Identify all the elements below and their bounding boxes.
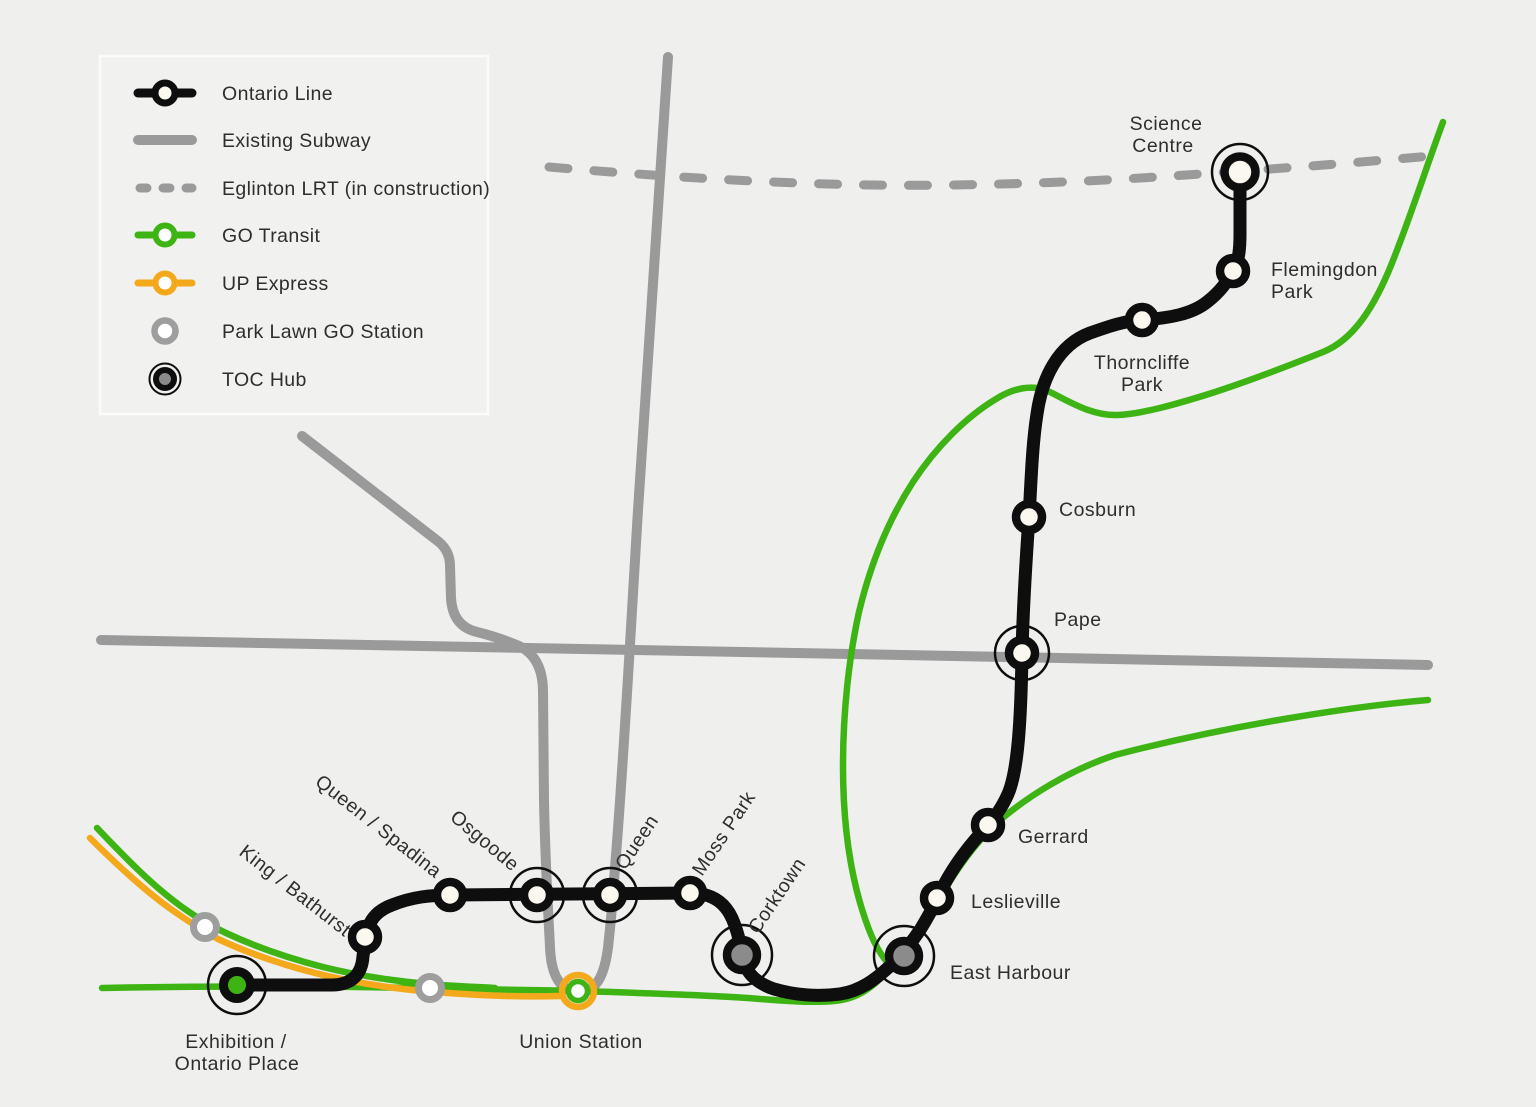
legend-label: TOC Hub (222, 369, 307, 391)
label-exhibition: Exhibition / (185, 1031, 286, 1053)
station-exhibition (219, 967, 255, 1003)
ontario-line (230, 165, 1247, 1002)
legend-label: GO Transit (222, 225, 320, 247)
station-corktown (722, 935, 762, 975)
label-exhibition-2: Ontario Place (175, 1053, 300, 1075)
legend-item-existing-subway: Existing Subway (133, 130, 371, 152)
label-moss-park: Moss Park (688, 787, 760, 879)
label-queen-spadina: Queen / Spadina (311, 771, 446, 883)
station-science-centre (1220, 152, 1260, 192)
label-osgoode: Osgoode (446, 806, 523, 876)
station-flemingdon-park (1215, 253, 1251, 289)
subway-line2-bloor-danforth (96, 635, 1433, 670)
park-lawn-go-station-marker (190, 912, 220, 942)
legend-item-go-transit: GO Transit (134, 222, 320, 248)
label-king-bathurst: King / Bathurst (235, 841, 355, 942)
label-thorncliffe-park: Thorncliffe (1094, 352, 1190, 374)
station-moss-park (672, 875, 708, 911)
union-go-ring (565, 978, 591, 1004)
label-pape: Pape (1054, 609, 1102, 631)
go-transit-station-icon (152, 222, 178, 248)
label-union-station: Union Station (519, 1031, 643, 1053)
legend: Ontario Line Existing Subway Eglinton LR… (98, 54, 490, 416)
station-king-bathurst (347, 919, 383, 955)
legend-label: UP Express (222, 273, 329, 295)
go-lakeshore-line (98, 696, 1432, 1006)
legend-item-park-lawn: Park Lawn GO Station (151, 317, 424, 345)
label-gerrard: Gerrard (1018, 826, 1089, 848)
station-queen-spadina (432, 877, 468, 913)
label-east-harbour: East Harbour (950, 962, 1071, 984)
park-lawn-station-icon (151, 317, 179, 345)
label-flemingdon-park: Flemingdon (1271, 259, 1378, 281)
station-cosburn (1011, 499, 1047, 535)
eglinton-lrt-line (544, 151, 1437, 190)
station-markers (190, 152, 1260, 1011)
station-thorncliffe-park (1124, 302, 1160, 338)
label-flemingdon-park-2: Park (1271, 281, 1313, 303)
label-corktown: Corktown (744, 854, 811, 938)
legend-item-eglinton-lrt: Eglinton LRT (in construction) (135, 178, 490, 200)
up-express-station-icon (152, 270, 178, 296)
legend-label: Eglinton LRT (in construction) (222, 178, 490, 200)
station-queen (592, 877, 628, 913)
station-gerrard (970, 807, 1006, 843)
up-express-line (86, 834, 564, 1000)
legend-item-up-express: UP Express (134, 270, 329, 296)
ontario-line-station-icon (151, 79, 179, 107)
toc-hub-icon (153, 367, 177, 391)
label-thorncliffe-park-2: Park (1121, 374, 1163, 396)
toc-hub-ring-icon (148, 362, 182, 396)
east-harbour-hub-ring (872, 924, 936, 988)
science-centre-interchange-ring (1210, 142, 1270, 202)
legend-label: Existing Subway (222, 130, 371, 152)
go-richmond-hill-line (839, 118, 1447, 967)
label-science-centre: Science (1130, 113, 1203, 135)
exhibition-hub-ring (206, 954, 268, 1016)
legend-label: Ontario Line (222, 83, 333, 105)
go-kitchener-line (93, 824, 499, 992)
pape-interchange-ring (993, 624, 1051, 682)
label-science-centre-2: Centre (1132, 135, 1194, 157)
station-east-harbour (884, 936, 924, 976)
legend-item-toc-hub: TOC Hub (148, 362, 307, 396)
union-up-ring (558, 971, 598, 1011)
queen-interchange-ring (581, 866, 639, 924)
osgoode-interchange-ring (508, 866, 566, 924)
station-leslieville (919, 880, 955, 916)
legend-label: Park Lawn GO Station (222, 321, 424, 343)
corktown-hub-ring (710, 923, 774, 987)
label-leslieville: Leslieville (971, 891, 1061, 913)
interchange-rings (206, 142, 1270, 1016)
legend-item-ontario-line: Ontario Line (133, 79, 333, 107)
station-osgoode (519, 877, 555, 913)
station-pape (1004, 635, 1040, 671)
union-station-marker (558, 971, 598, 1011)
go-station-marker (415, 973, 445, 1003)
label-cosburn: Cosburn (1059, 499, 1136, 521)
